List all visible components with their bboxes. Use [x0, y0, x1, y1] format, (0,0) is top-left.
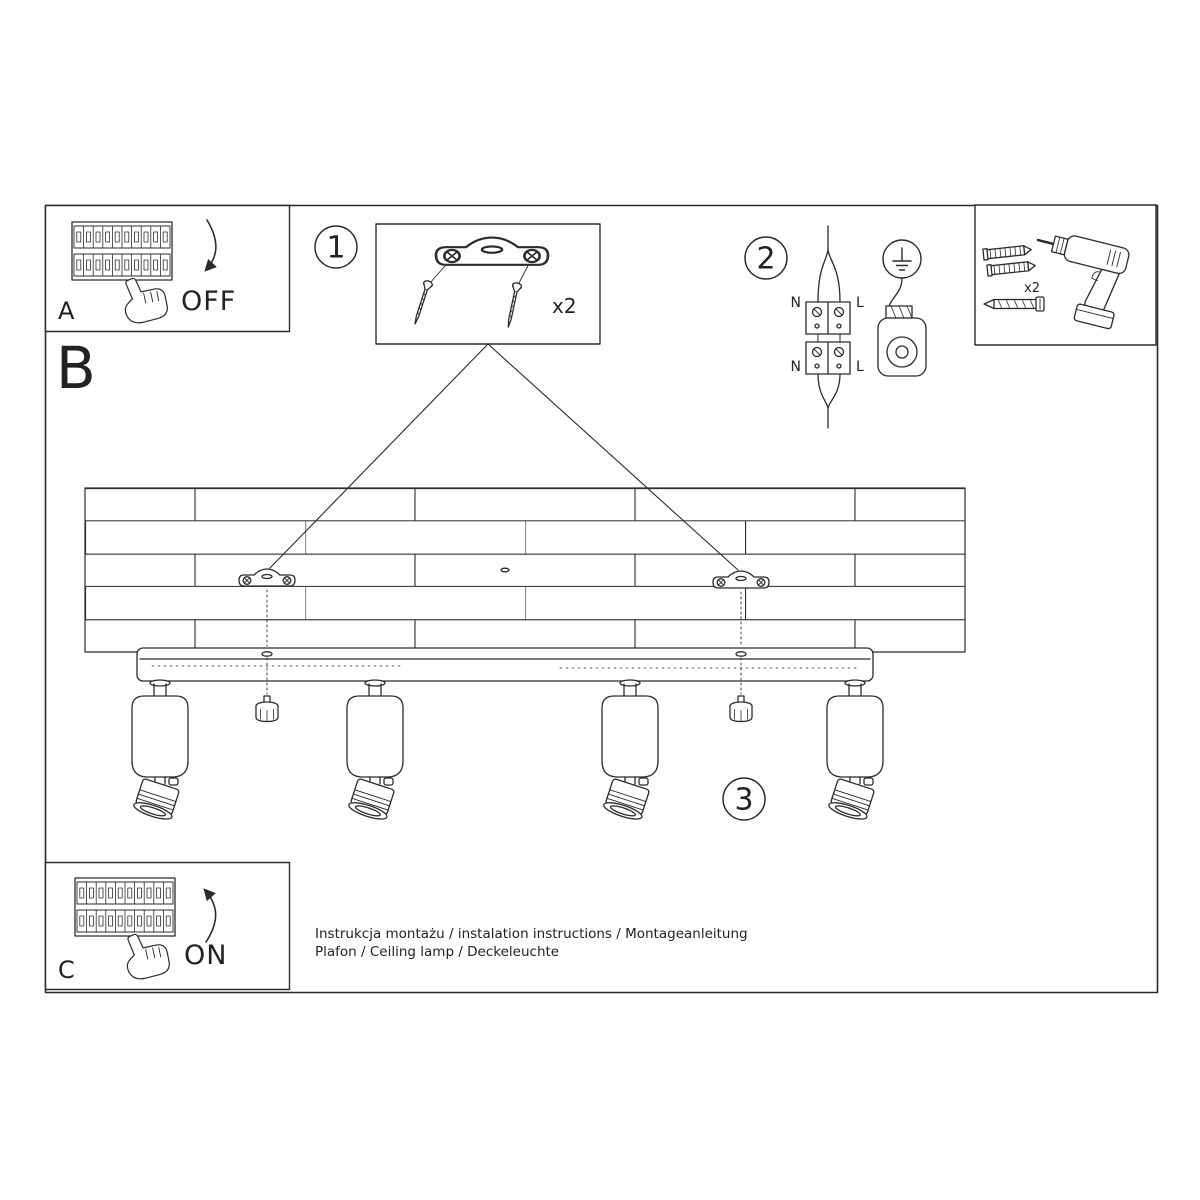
mounting-rail [136, 589, 874, 695]
footer-line-1: Instrukcja montażu / instalation instruc… [315, 926, 748, 942]
wire-bottom-n-label: N [791, 359, 801, 375]
breaker-panel-drawing [72, 222, 172, 280]
rotate-arrow-icon [204, 219, 217, 272]
wire-bottom-l-label: L [856, 359, 864, 375]
wire-top-l-label: L [856, 295, 864, 311]
rail-screw-right [735, 651, 747, 657]
step-3-number: 3 [734, 783, 753, 818]
brick-wall [84, 487, 966, 653]
leader-lines [269, 343, 739, 571]
spotlight-4 [826, 679, 884, 823]
step-2: 2 N L N L [744, 225, 927, 429]
earth-symbol-icon [882, 239, 922, 279]
section-a-box: A OFF [44, 204, 291, 333]
bracket-qty-label: x2 [552, 294, 577, 318]
breaker-panel-drawing-c [75, 878, 175, 936]
step-1: 1 x2 [314, 223, 601, 345]
main-border [44, 204, 1159, 994]
wire-top-n-label: N [791, 295, 801, 311]
section-a-label: A [58, 297, 75, 325]
drill-drawing [1036, 235, 1130, 330]
footer-line-2: Plafon / Ceiling lamp / Deckeleuchte [315, 944, 559, 960]
rotate-arrow-icon-c [203, 888, 217, 943]
mounting-screw-drawing [983, 296, 1045, 312]
section-b-label: B [56, 334, 96, 402]
tools-box: x2 [974, 204, 1157, 346]
step-1-number: 1 [326, 231, 345, 266]
spotlight-2 [346, 679, 404, 823]
cable-clamp-drawing [877, 277, 927, 377]
step-2-number: 2 [756, 242, 775, 277]
off-label: OFF [181, 286, 236, 317]
step-2-badge: 2 [744, 236, 788, 280]
adjuster-knob-left [255, 695, 279, 723]
step-1-badge: 1 [314, 225, 358, 269]
terminal-block-drawing [805, 225, 851, 429]
on-label: ON [184, 940, 227, 971]
anchor-qty-label: x2 [1024, 281, 1040, 296]
adjuster-knob-right [729, 695, 753, 723]
section-c-label: C [58, 956, 75, 984]
spotlight-1 [131, 679, 189, 823]
drill-hole-mark [500, 567, 510, 573]
step-3-badge: 3 [722, 777, 766, 821]
rail-screw-left [261, 651, 273, 657]
section-c-box: C ON [44, 861, 291, 991]
spotlight-3 [601, 679, 659, 823]
